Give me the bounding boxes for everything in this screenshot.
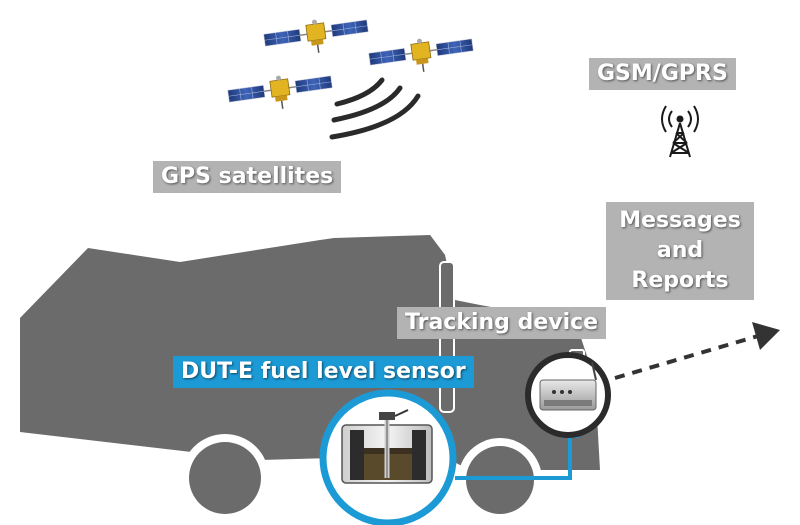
truck-wheel	[181, 434, 269, 522]
antenna-tower-icon	[661, 105, 699, 158]
tracking-device-label: Tracking device	[397, 307, 607, 339]
tracking-device-icon	[525, 352, 611, 438]
messages-line-3: Reports	[631, 268, 729, 293]
gps-satellites-label: GPS satellites	[153, 161, 342, 193]
messages-reports-label: Messages and Reports	[606, 202, 754, 300]
fuel-tank-sensor-icon	[319, 389, 457, 525]
truck-silhouette	[20, 235, 600, 470]
gsm-gprs-label: GSM/GPRS	[589, 58, 736, 90]
satellite-icon	[225, 67, 336, 117]
messages-arrow	[614, 322, 780, 380]
sensor-connector	[455, 436, 572, 480]
fuel-sensor-label: DUT-E fuel level sensor	[173, 356, 474, 388]
satellite-icon	[366, 30, 477, 80]
messages-line-1: Messages	[619, 208, 741, 233]
messages-line-2: and	[656, 238, 704, 263]
signal-waves-icon	[329, 77, 421, 140]
satellite-icon	[261, 11, 372, 61]
